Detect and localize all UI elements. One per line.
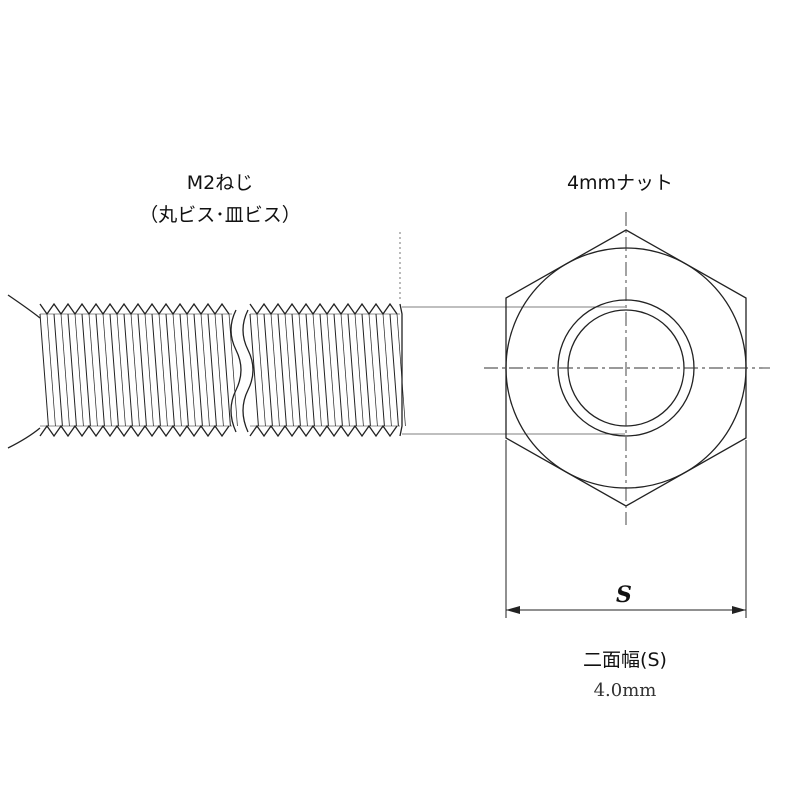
thread-line — [137, 313, 147, 427]
thread-line — [347, 313, 357, 427]
thread-root-line — [158, 313, 168, 427]
thread-line — [305, 313, 315, 427]
across-flats-value: 4.0mm — [593, 680, 657, 701]
thread-line — [179, 313, 189, 427]
nut-title: 4mmナット — [566, 172, 674, 194]
thread-line — [221, 313, 231, 427]
screw-subtitle: （丸ビス･皿ビス） — [139, 204, 301, 226]
thread-line — [39, 313, 49, 427]
thread-line — [151, 313, 161, 427]
thread-line — [193, 313, 203, 427]
thread-line — [375, 313, 385, 427]
thread-root-line — [312, 313, 322, 427]
screw-title: M2ねじ — [186, 172, 254, 194]
projection-lines — [399, 232, 625, 435]
break-line-right — [242, 309, 254, 433]
thread-root-line — [354, 313, 364, 427]
break-line-left — [230, 309, 242, 433]
thread-root-line — [116, 313, 126, 427]
thread-line — [207, 313, 217, 427]
thread-root-line — [88, 313, 98, 427]
thread-line — [389, 313, 399, 427]
thread-root-line — [256, 313, 266, 427]
thread-section-left — [39, 302, 238, 438]
thread-line — [277, 313, 287, 427]
thread-root-line — [326, 313, 336, 427]
thread-root-line — [200, 313, 210, 427]
thread-line — [81, 313, 91, 427]
thread-line — [333, 313, 343, 427]
thread-root-line — [228, 313, 238, 427]
thread-line — [109, 313, 119, 427]
thread-line — [263, 313, 273, 427]
thread-root-line — [270, 313, 280, 427]
thread-root-line — [60, 313, 70, 427]
thread-root-line — [46, 313, 56, 427]
thread-line — [123, 313, 133, 427]
thread-line — [95, 313, 105, 427]
thread-line — [361, 313, 371, 427]
thread-line — [319, 313, 329, 427]
thread-root-line — [214, 313, 224, 427]
thread-line — [165, 313, 175, 427]
thread-root-line — [102, 313, 112, 427]
screw-head-edge-lower — [7, 427, 41, 449]
screw-head-edge — [7, 294, 41, 319]
thread-root-line — [186, 313, 196, 427]
thread-root-line — [74, 313, 84, 427]
dimension-across-flats — [505, 440, 747, 618]
thread-root-line — [340, 313, 350, 427]
thread-crest-top — [39, 302, 230, 316]
m2-screw-drawing — [7, 294, 406, 449]
thread-line — [53, 313, 63, 427]
thread-crest-bottom — [249, 424, 398, 438]
thread-crest-bottom — [39, 424, 230, 438]
dimension-arrow-right — [732, 606, 746, 614]
dimension-symbol: S — [616, 582, 632, 608]
thread-root-line — [298, 313, 308, 427]
thread-root-line — [144, 313, 154, 427]
thread-line — [67, 313, 77, 427]
thread-root-line — [368, 313, 378, 427]
thread-crest-top — [249, 302, 398, 316]
thread-line — [291, 313, 301, 427]
thread-root-line — [284, 313, 294, 427]
thread-section-right — [249, 302, 406, 438]
thread-root-line — [382, 313, 392, 427]
thread-line — [249, 313, 259, 427]
thread-root-line — [172, 313, 182, 427]
screw-end-face — [399, 303, 403, 437]
dimension-arrow-left — [506, 606, 520, 614]
thread-root-line — [130, 313, 140, 427]
center-lines — [484, 212, 770, 525]
thread-root-line — [396, 313, 406, 427]
across-flats-label: 二面幅(S) — [583, 649, 667, 671]
